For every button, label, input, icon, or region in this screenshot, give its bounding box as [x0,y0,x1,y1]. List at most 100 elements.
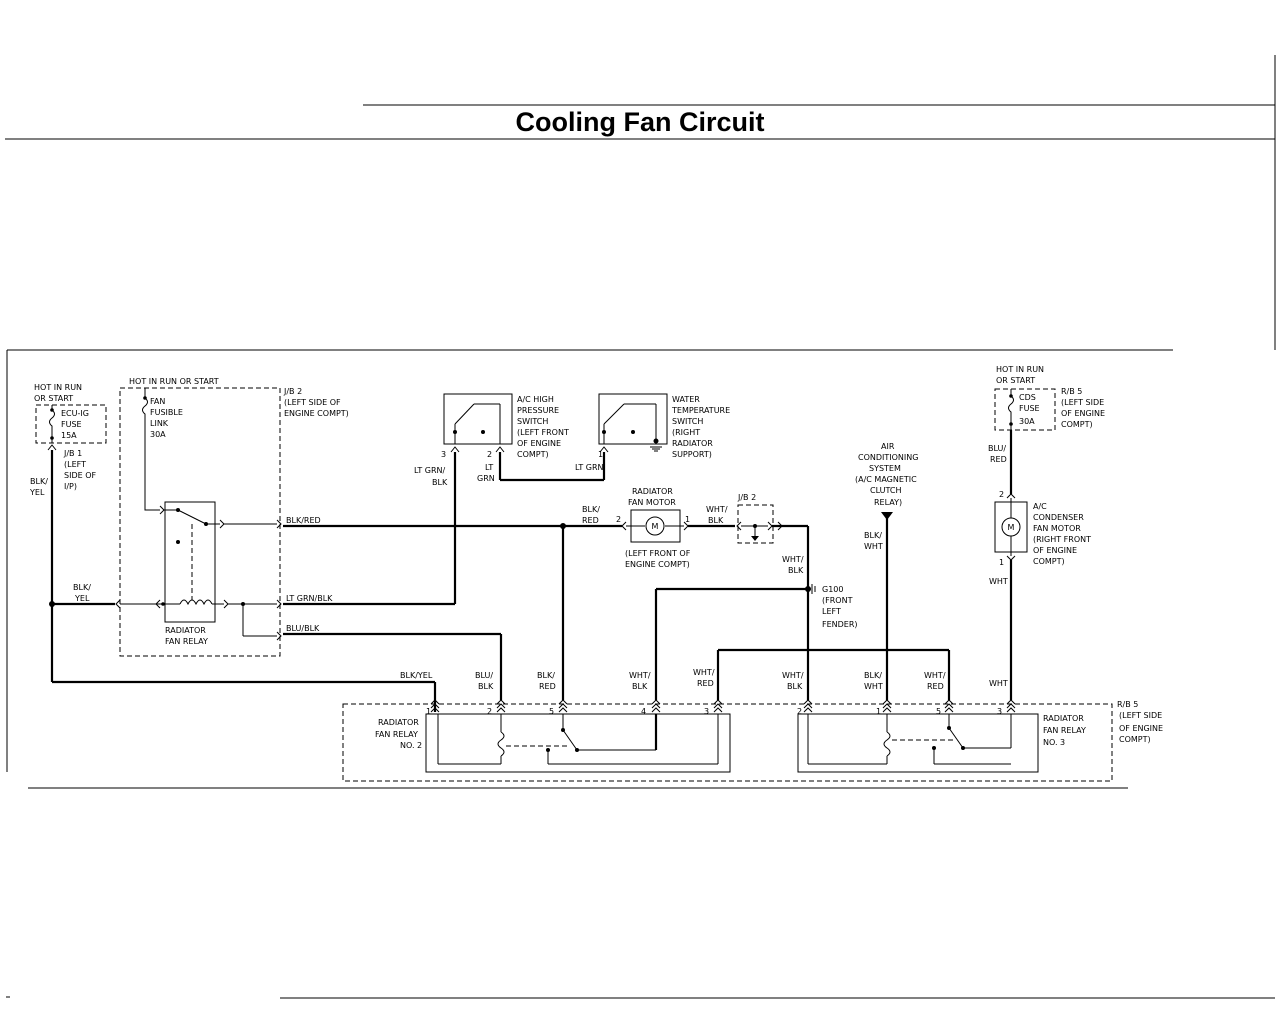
blk-red-motor-2: RED [582,516,599,525]
blk-wht-vert-2: WHT [864,542,883,551]
ac-cond-1: A/C [1033,502,1047,511]
jb2-mid: J/B 2 [737,493,756,502]
relay2-coil [497,731,505,757]
water-temp-4: (RIGHT [672,428,700,437]
cond-pin-1: 1 [999,558,1004,567]
r2-pin-4: 4 [641,707,646,716]
lt-grn-a-1: LT [485,463,493,472]
water-temp-3: SWITCH [672,417,703,426]
ac-cond-3: FAN MOTOR [1033,524,1081,533]
hot-run-right-2: OR START [996,376,1035,385]
hot-run-relay: HOT IN RUN OR START [129,377,219,386]
wire-blu-blk-label: BLU/BLK [286,624,320,633]
pin-1: 1 [598,450,603,459]
conn-wht-red2-2: RED [927,682,944,691]
cds-fuse [994,388,1056,431]
motor-loc-1: (LEFT FRONT OF [625,549,691,558]
r2-pin-1: 1 [426,707,431,716]
wire-blk-red-label: BLK/RED [286,516,321,525]
motor-pin-2: 2 [616,515,621,524]
relay-switch-arm [177,509,207,525]
fan-link-4: 30A [150,430,166,439]
motor-symbol: M [652,522,659,531]
conn-blk-wht-2: WHT [864,682,883,691]
fan-link-3: LINK [150,419,169,428]
lt-grn-a-2: GRN [477,474,495,483]
blk-wht-vert-1: BLK/ [864,531,882,540]
ac-switch-6: COMPT) [517,450,549,459]
water-temperature-switch [598,393,668,452]
rad-fan-motor-2: FAN MOTOR [628,498,676,507]
lt-grn-b: LT GRN [575,463,604,472]
blu-red-1: BLU/ [988,444,1006,453]
relay3-3: NO. 3 [1043,738,1065,747]
ac-switch-1: A/C HIGH [517,395,554,404]
hot-run-left-1: HOT IN RUN [34,383,82,392]
ac-switch-box [443,393,513,445]
blu-red-2: RED [990,455,1007,464]
water-switch-box [598,393,668,445]
jb1-4: I/P) [64,482,77,491]
jb2-top-1: J/B 2 [283,387,302,396]
ac-cond-2: CONDENSER [1033,513,1084,522]
rad-fan-relay-2: FAN RELAY [165,637,208,646]
pin-2: 2 [487,450,492,459]
rb5-bottom-2: (LEFT SIDE [1119,711,1162,720]
ac-system-5: CLUTCH [870,486,902,495]
water-temp-5: RADIATOR [672,439,713,448]
blk-yel-bottom: BLK/YEL [400,671,433,680]
hot-run-left-2: OR START [34,394,73,403]
ac-condenser-fan-motor: M [994,498,1028,556]
wht-blk-vert-1: WHT/ [782,555,804,564]
blk-yel-left-2: YEL [29,488,45,497]
g100-1: G100 [822,585,843,594]
ac-system-4: (A/C MAGNETIC [855,475,917,484]
r3-pin-1: 1 [876,707,881,716]
ac-high-pressure-switch [443,393,513,445]
jb2-ground-block [736,504,774,544]
cds-fuse-2: FUSE [1019,404,1040,413]
pin-3: 3 [441,450,446,459]
motor-pin-1: 1 [685,515,690,524]
conn-blk-red-1: BLK/ [537,671,555,680]
jb1-2: (LEFT [64,460,86,469]
rb5-top-1: R/B 5 [1061,387,1082,396]
g100-3: LEFT [822,607,841,616]
wht-blk-motor-1: WHT/ [706,505,728,514]
r3-pin-3: 3 [997,707,1002,716]
r2-pin-3: 3 [704,707,709,716]
jb2-box [119,387,281,657]
relay2-3: NO. 2 [400,741,422,750]
ac-switch-2: PRESSURE [517,406,559,415]
r3-pin-2: 2 [797,707,802,716]
ac-switch-3: SWITCH [517,417,548,426]
wht-blk-motor-2: BLK [708,516,724,525]
rb5-top-2: (LEFT SIDE [1061,398,1104,407]
hot-run-right-1: HOT IN RUN [996,365,1044,374]
ac-switch-4: (LEFT FRONT [517,428,569,437]
connector-chevrons [430,699,1016,713]
fan-fusible-link [142,388,160,511]
rb5-bottom-1: R/B 5 [1117,700,1138,709]
r2-pin-5: 5 [549,707,554,716]
ecu-fuse-3: 15A [61,431,77,440]
r3-pin-5: 5 [936,707,941,716]
conn-wht-blk2-2: BLK [787,682,803,691]
conn-blk-wht-1: BLK/ [864,671,882,680]
ac-relay-arrow-icon [881,512,893,520]
conn-wht-blk-1: WHT/ [629,671,651,680]
ecu-ig-fuse: HOT IN RUN OR START ECU-IG FUSE 15A [34,383,107,444]
relay2-switch [562,729,578,751]
cds-fuse-3: 30A [1019,417,1035,426]
radiator-fan-relay-no2 [425,713,731,773]
conn-blu-blk-1: BLU/ [475,671,493,680]
ac-switch-5: OF ENGINE [517,439,561,448]
relay-coil [179,599,213,606]
rad-fan-relay-1: RADIATOR [165,626,206,635]
conn-wht-red2-1: WHT/ [924,671,946,680]
blk-yel-mid-2: YEL [74,594,90,603]
ac-system-3: SYSTEM [869,464,901,473]
conn-wht-red-1: WHT/ [693,668,715,677]
ac-system-2: CONDITIONING [858,453,918,462]
ac-system-1: AIR [881,442,895,451]
